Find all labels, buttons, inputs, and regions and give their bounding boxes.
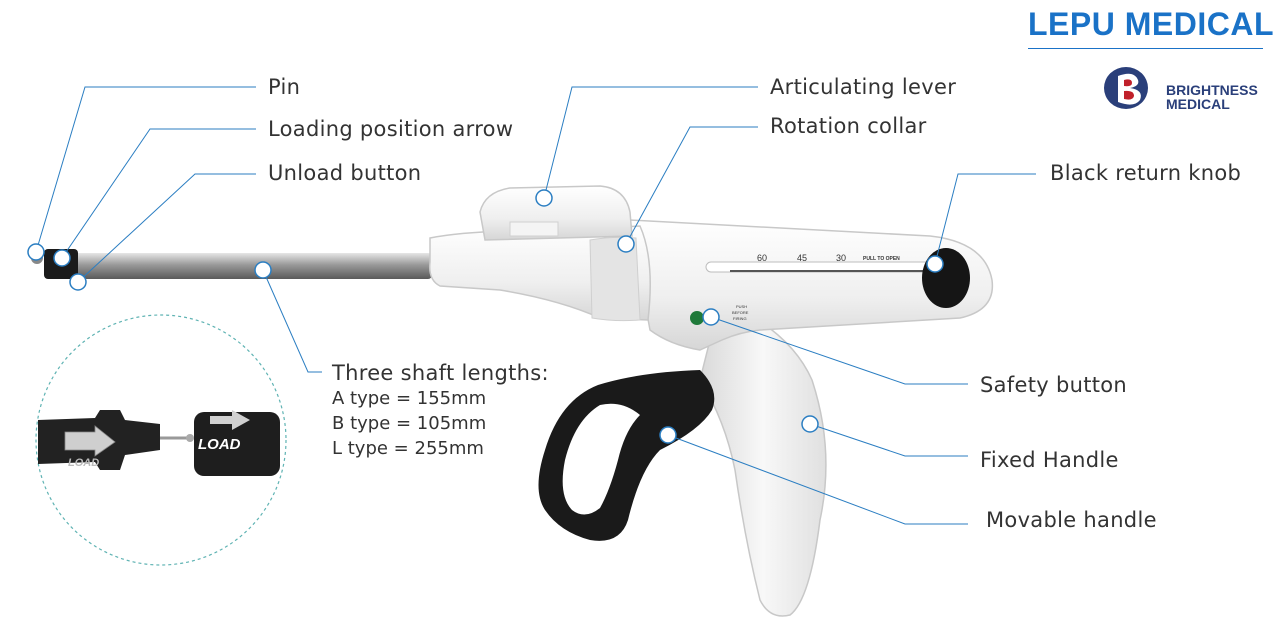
callout-line-safety: [710, 316, 968, 385]
callout-dot-safety: [702, 308, 720, 326]
callout-line-knob: [934, 173, 1036, 265]
callout-dot-shaft: [254, 261, 272, 279]
callout-dot-fixed: [801, 415, 819, 433]
safety-button-shape: [690, 311, 704, 325]
callout-line-shaft: [262, 269, 322, 373]
label-fixed-handle: Fixed Handle: [980, 448, 1119, 472]
scale-mark-30: 30: [836, 253, 846, 263]
label-unload-button: Unload button: [268, 161, 422, 185]
brand-divider: [1028, 48, 1263, 49]
brand-title: LEPU MEDICAL: [1028, 6, 1274, 42]
callout-line-movable: [667, 434, 968, 525]
label-pin: Pin: [268, 75, 301, 99]
shaft-length-l: L type = 255mm: [332, 438, 484, 459]
safety-text-1: PUSH: [736, 304, 747, 309]
callout-line-articulating: [543, 86, 758, 199]
shaft-lengths-heading: Three shaft lengths:: [332, 361, 549, 385]
safety-text-3: FIRING: [733, 316, 747, 321]
callout-dot-movable: [659, 426, 677, 444]
callout-dot-rotation: [617, 235, 635, 253]
callout-line-rotation: [625, 126, 758, 245]
label-articulating-lever: Articulating lever: [770, 75, 957, 99]
movable-handle: [538, 370, 715, 541]
brightness-medical-logo-icon: [1104, 67, 1148, 109]
callout-line-pin: [35, 86, 256, 253]
callout-line-loading-arrow: [61, 128, 256, 259]
shaft-length-b: B type = 105mm: [332, 413, 487, 434]
safety-text-2: BEFORE: [732, 310, 749, 315]
label-rotation-collar: Rotation collar: [770, 114, 927, 138]
callout-dot-knob: [926, 255, 944, 273]
logo-line-1: BRIGHTNESS: [1166, 82, 1258, 98]
pull-to-open-text: PULL TO OPEN: [863, 256, 900, 262]
callout-line-fixed: [809, 423, 968, 457]
inset-load-text-right: LOAD: [198, 436, 241, 453]
inset-load-text-left: LOAD: [68, 457, 99, 469]
label-safety-button: Safety button: [980, 373, 1128, 397]
fixed-handle: [699, 298, 827, 617]
label-loading-arrow: Loading position arrow: [268, 117, 514, 141]
callout-dot-unload: [69, 273, 87, 291]
callout-dot-pin: [27, 243, 45, 261]
callout-line-unload: [77, 173, 256, 283]
callout-dot-articulating: [535, 189, 553, 207]
label-movable-handle: Movable handle: [986, 508, 1157, 532]
shaft-length-a: A type = 155mm: [332, 388, 487, 409]
label-black-return-knob: Black return knob: [1050, 161, 1242, 185]
scale-mark-45: 45: [797, 253, 807, 263]
scale-mark-60: 60: [757, 253, 767, 263]
callout-dot-loading-arrow: [53, 249, 71, 267]
logo-line-2: MEDICAL: [1166, 96, 1230, 112]
handle-body: [629, 219, 994, 351]
